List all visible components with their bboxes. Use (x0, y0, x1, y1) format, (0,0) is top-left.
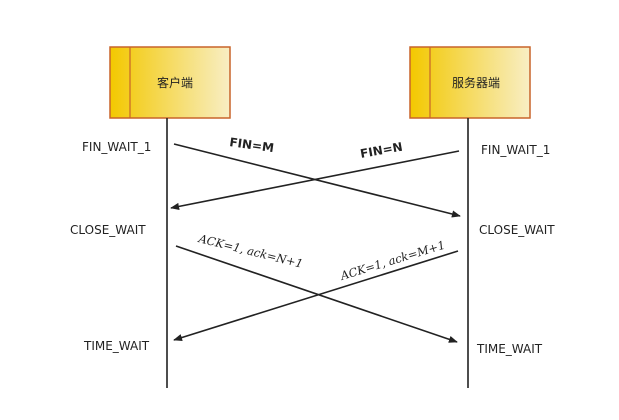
client-participant: 客户端 (109, 46, 231, 119)
server-state-fin-wait-1: FIN_WAIT_1 (481, 143, 550, 157)
server-state-time-wait: TIME_WAIT (476, 342, 543, 356)
message-ack-m1: ACK=1, ack=M+1 (173, 238, 459, 342)
client-state-fin-wait-1: FIN_WAIT_1 (82, 140, 151, 154)
message-fin-n: FIN=N (170, 140, 460, 210)
client-state-close-wait: CLOSE_WAIT (70, 223, 146, 237)
server-participant: 服务器端 (409, 46, 531, 119)
message-ack-n1-label: ACK=1, ack=N+1 (196, 231, 304, 271)
server-state-close-wait: CLOSE_WAIT (479, 223, 555, 237)
message-fin-m-arrow (173, 143, 461, 218)
client-label: 客户端 (157, 75, 193, 90)
message-fin-n-label: FIN=N (359, 140, 404, 161)
message-ack-n1-arrow (175, 245, 458, 343)
message-fin-n-arrow (170, 150, 460, 210)
client-state-time-wait: TIME_WAIT (83, 339, 150, 353)
message-fin-m: FIN=M (173, 135, 461, 218)
server-label: 服务器端 (452, 75, 500, 90)
message-ack-m1-arrow (173, 250, 459, 342)
message-fin-m-label: FIN=M (229, 135, 275, 155)
